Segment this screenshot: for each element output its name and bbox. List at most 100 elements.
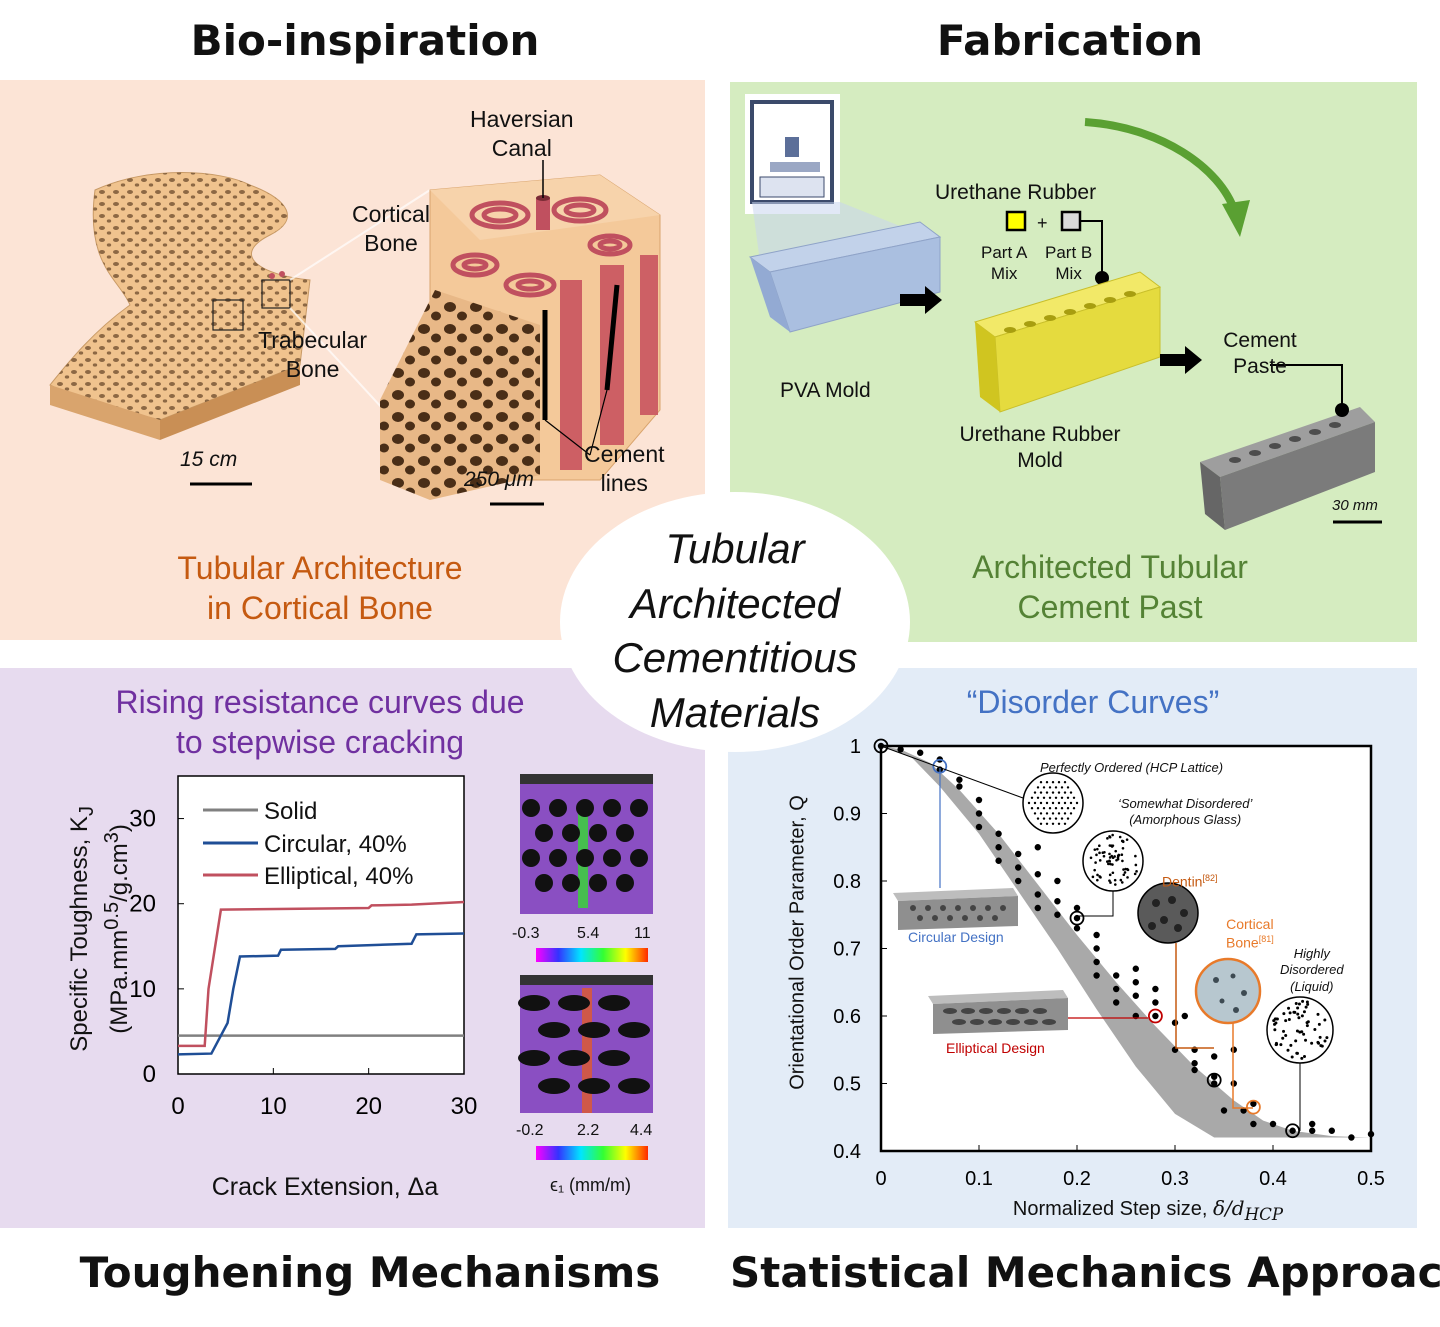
scatter-point [1171,1019,1179,1026]
hcp-dot [1042,796,1046,799]
inset-dot [1300,1014,1304,1018]
scatter-point [1073,914,1081,922]
inset-dot [1274,1041,1278,1045]
scatter-point [1348,1134,1355,1141]
scatter-point [1211,1080,1218,1087]
heading-fabrication: Fabrication [936,16,1204,65]
highlight-point [1246,1099,1261,1115]
inset-dot [1282,1029,1286,1033]
scatter-point [1309,1127,1316,1134]
legend-elliptical-label: Elliptical, 40% [264,863,414,890]
scatter-point [1034,891,1041,898]
hcp-dot [1042,807,1046,810]
inset-dot [1297,1016,1301,1020]
hcp-dot [1042,817,1046,820]
tough-x-tick-label: 0 [171,1093,184,1120]
inset-dot [1275,1017,1279,1021]
heading-toughening-mechanisms: Toughening Mechanisms [79,1248,661,1297]
hcp-dot [1075,801,1079,805]
inset-dot [1297,1002,1301,1006]
inset-dot [1108,873,1112,877]
inset-dot [1287,1017,1291,1021]
inset-dot [1120,853,1124,857]
inset-dot [1124,867,1127,871]
printer-icon [745,94,840,214]
inset-dot [1306,1020,1310,1024]
inset-dot [1114,849,1118,853]
inset-dot [1107,862,1110,866]
scatter-point [1113,999,1120,1006]
disorder-band [881,746,1371,1138]
inset-dot [1135,870,1138,873]
inset-dot [1111,833,1114,837]
inset-dot [1288,1011,1292,1015]
inset-dot [1293,1010,1297,1014]
scale-label-15cm: 15 cm [180,448,238,471]
hcp-dot [1054,817,1058,820]
inset-dot [1102,854,1106,858]
scatter-point [1015,864,1022,871]
inset-dot [1302,1010,1306,1014]
inset-dot [1294,1039,1298,1043]
scatter-point [1015,850,1022,858]
dic-bottom-scale-max: 4.4 [630,1122,653,1139]
scatter-point [1269,1120,1277,1128]
stat-y-tick-label: 1 [850,736,861,758]
tough-y-tick-label: 20 [129,891,156,918]
hcp-dot [1054,796,1058,799]
stat-x-tick-label: 0 [875,1168,886,1190]
inset-dot [1316,1040,1320,1044]
inset-dot [1281,1036,1285,1040]
hcp-dot [1066,817,1070,820]
inset-dot [1120,881,1124,884]
hcp-dot [1051,781,1055,784]
highlight-point [1069,910,1085,926]
scatter-point [1015,877,1022,885]
trabecular-sponge [380,290,540,500]
hcp-dot [1033,791,1037,794]
hcp-dot [1057,781,1061,784]
inset-dot [1091,875,1095,879]
inset-dot [1273,1028,1277,1032]
highlight-point [1285,1123,1300,1139]
scatter-point [956,783,963,790]
inset-dot [1273,1017,1277,1021]
hcp-dot [1051,812,1055,815]
legend-solid-label: Solid [264,798,318,825]
inset-dot [1289,1043,1293,1047]
inset-dot [1296,1012,1300,1016]
hcp-dot [1030,796,1034,799]
hcp-dot [1045,812,1049,815]
tough-x-tick-label: 10 [260,1093,287,1120]
highlight-point [1147,1008,1163,1024]
inset-dot [1109,881,1112,884]
inset-dot [1134,854,1137,858]
inset-dot [1304,1005,1308,1009]
hcp-dot [1048,807,1052,810]
haversian-canal [536,198,550,230]
stat-title: “Disorder Curves” [966,684,1220,720]
scatter-point [1034,844,1041,851]
hcp-dot [1066,796,1070,799]
inset-dot [1113,878,1117,882]
stat-y-tick-label: 0.7 [833,939,861,961]
inset-highly-disordered [1266,996,1334,1131]
inset-dot [1095,853,1098,857]
hcp-dot [1048,817,1052,820]
scatter-point [975,823,983,831]
hcp-dot [1033,812,1037,815]
arrow-2 [1160,346,1202,374]
stat-x-tick-label: 0.1 [965,1168,993,1190]
hcp-dot [1039,822,1043,825]
osteons [447,196,633,332]
inset-dot [1098,859,1102,862]
